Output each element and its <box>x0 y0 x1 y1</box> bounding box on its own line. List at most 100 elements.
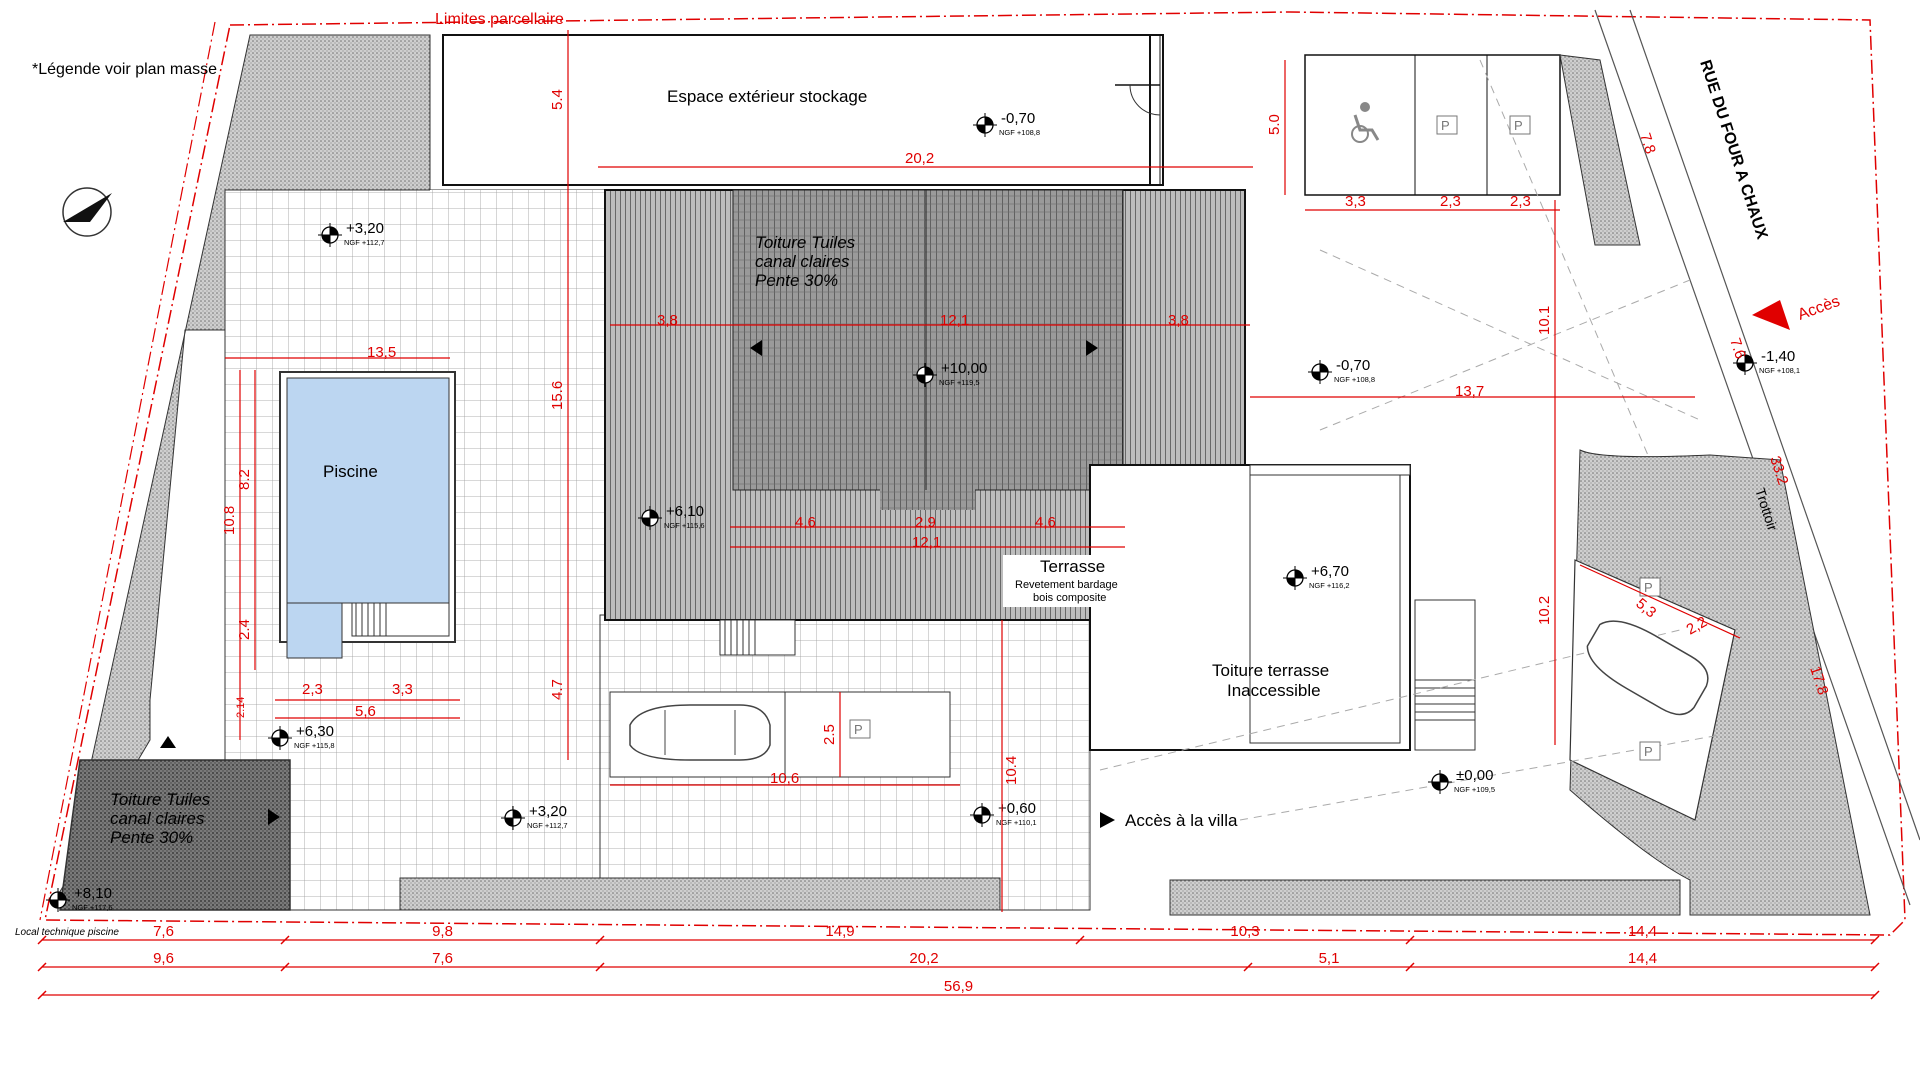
dim-12-1-top: 12,1 <box>940 312 969 329</box>
street-name: RUE DU FOUR A CHAUX <box>1696 58 1770 242</box>
parking-p-2: P <box>1514 118 1523 133</box>
level-ngf-storage: NGF +108,8 <box>999 128 1040 137</box>
small-roof-label-1: Toiture Tuiles <box>110 790 211 809</box>
dim-10-6: 10,6 <box>770 770 799 787</box>
level-value-storage: -0,70 <box>1001 110 1035 127</box>
roof-label-3: Pente 30% <box>755 271 838 290</box>
main-roof-tiles <box>732 189 1124 491</box>
dim-15-6: 15.6 <box>549 381 566 410</box>
dim-2-3-park-a: 2,3 <box>1440 193 1461 210</box>
plan-title: Limites parcellaire <box>435 11 564 28</box>
property-limit-inner <box>39 21 216 921</box>
dim-4-6-l: 4,6 <box>795 514 816 531</box>
dim-2-14: 2.14 <box>235 697 247 718</box>
small-roof-label-2: canal claires <box>110 809 205 828</box>
villa-access-label: Accès à la villa <box>1125 811 1238 830</box>
level-value-local: +6,30 <box>296 723 334 740</box>
dim-8-2: 8.2 <box>236 469 253 490</box>
terrace-sub-2: bois composite <box>1033 592 1106 604</box>
dimension-row-3: 56,9 <box>37 978 1880 1000</box>
dim-5-0: 5.0 <box>1266 114 1283 135</box>
level-ngf-zero: NGF +109,5 <box>1454 785 1495 794</box>
legend-note: *Légende voir plan masse <box>32 61 217 78</box>
dim-5-6: 5,6 <box>355 703 376 720</box>
dim-2-3-pool: 2,3 <box>302 681 323 698</box>
terrace-sub-1: Revetement bardage <box>1015 579 1118 591</box>
dim-3-8-l: 3,8 <box>657 312 678 329</box>
flat-roof-label-2: Inaccessible <box>1227 681 1321 700</box>
level-ngf-street: NGF +108,1 <box>1759 366 1800 375</box>
level-ngf-flat: NGF +116,2 <box>1309 581 1350 590</box>
dim-10-1: 10.1 <box>1536 306 1553 335</box>
level-ngf-local: NGF +115,8 <box>294 741 335 750</box>
dim-3-8-r: 3,8 <box>1168 312 1189 329</box>
storage-area <box>442 34 1164 186</box>
dim-20-2-top: 20,2 <box>905 150 934 167</box>
villa-access-arrow-icon <box>1100 812 1115 828</box>
level-value-roof: +10,00 <box>941 360 987 377</box>
terrace-label: Terrasse <box>1040 557 1105 576</box>
level-value-lower: +3,20 <box>529 803 567 820</box>
storage-label: Espace extérieur stockage <box>667 87 867 106</box>
dim-10-2: 10.2 <box>1536 596 1553 625</box>
level-value-corner: +8,10 <box>74 885 112 902</box>
north-arrow-icon <box>62 187 112 237</box>
dim-2-4: 2.4 <box>236 619 253 640</box>
dim-5-4: 5.4 <box>549 89 566 110</box>
dim-2-3-park-b: 2,3 <box>1510 193 1531 210</box>
flat-roof-label-1: Toiture terrasse <box>1212 661 1329 680</box>
dim-13-5: 13,5 <box>367 344 396 361</box>
level-ngf-corner: NGF +117,6 <box>72 903 113 912</box>
pool-label: Piscine <box>323 462 378 481</box>
level-ngf-garden: NGF +112,7 <box>344 238 385 247</box>
level-value-east: -0,70 <box>1336 357 1370 374</box>
access-label: Accès <box>1796 293 1843 324</box>
level-ngf-entry: NGF +110,1 <box>996 818 1037 827</box>
level-value-flat: +6,70 <box>1311 563 1349 580</box>
level-ngf-terrace6: NGF +115,6 <box>664 521 705 530</box>
level-ngf-lower: NGF +112,7 <box>527 821 568 830</box>
level-value-terrace6: +6,10 <box>666 503 704 520</box>
row2-dim-1: 7,6 <box>432 950 453 967</box>
roof-label-1: Toiture Tuiles <box>755 233 856 252</box>
small-roof-label-3: Pente 30% <box>110 828 193 847</box>
row2-dim-0: 9,6 <box>153 950 174 967</box>
row2-dim-3: 5,1 <box>1319 950 1340 967</box>
paved-area-center <box>430 190 610 340</box>
dim-13-7: 13,7 <box>1455 383 1484 400</box>
row3-dim-0: 56,9 <box>944 978 973 995</box>
level-value-entry: +0,60 <box>998 800 1036 817</box>
dim-12-1-bot: 12,1 <box>912 534 941 551</box>
row1-dim-3: 10,3 <box>1230 923 1259 940</box>
pool-tech-roof <box>59 759 291 911</box>
dim-4-7: 4.7 <box>549 679 566 700</box>
dim-2-9: 2,9 <box>915 514 936 531</box>
level-ngf-east: NGF +108,8 <box>1334 375 1375 384</box>
row1-dim-2: 14,9 <box>825 923 854 940</box>
dimension-row-2: 9,6 7,6 20,2 5,1 14,4 <box>37 950 1880 972</box>
row1-dim-1: 9,8 <box>432 923 453 940</box>
parking-p-7: P <box>1644 744 1653 759</box>
row2-dim-2: 20,2 <box>909 950 938 967</box>
dim-2-5: 2.5 <box>821 724 838 745</box>
level-value-zero: ±0,00 <box>1456 767 1493 784</box>
row2-dim-4: 14,4 <box>1628 950 1657 967</box>
dim-10-8: 10.8 <box>221 506 238 535</box>
disabled-parking-icon <box>1335 98 1383 144</box>
level-ngf-roof: NGF +119,5 <box>939 378 980 387</box>
property-limit <box>44 11 1906 936</box>
parking-p-4: P <box>854 722 863 737</box>
